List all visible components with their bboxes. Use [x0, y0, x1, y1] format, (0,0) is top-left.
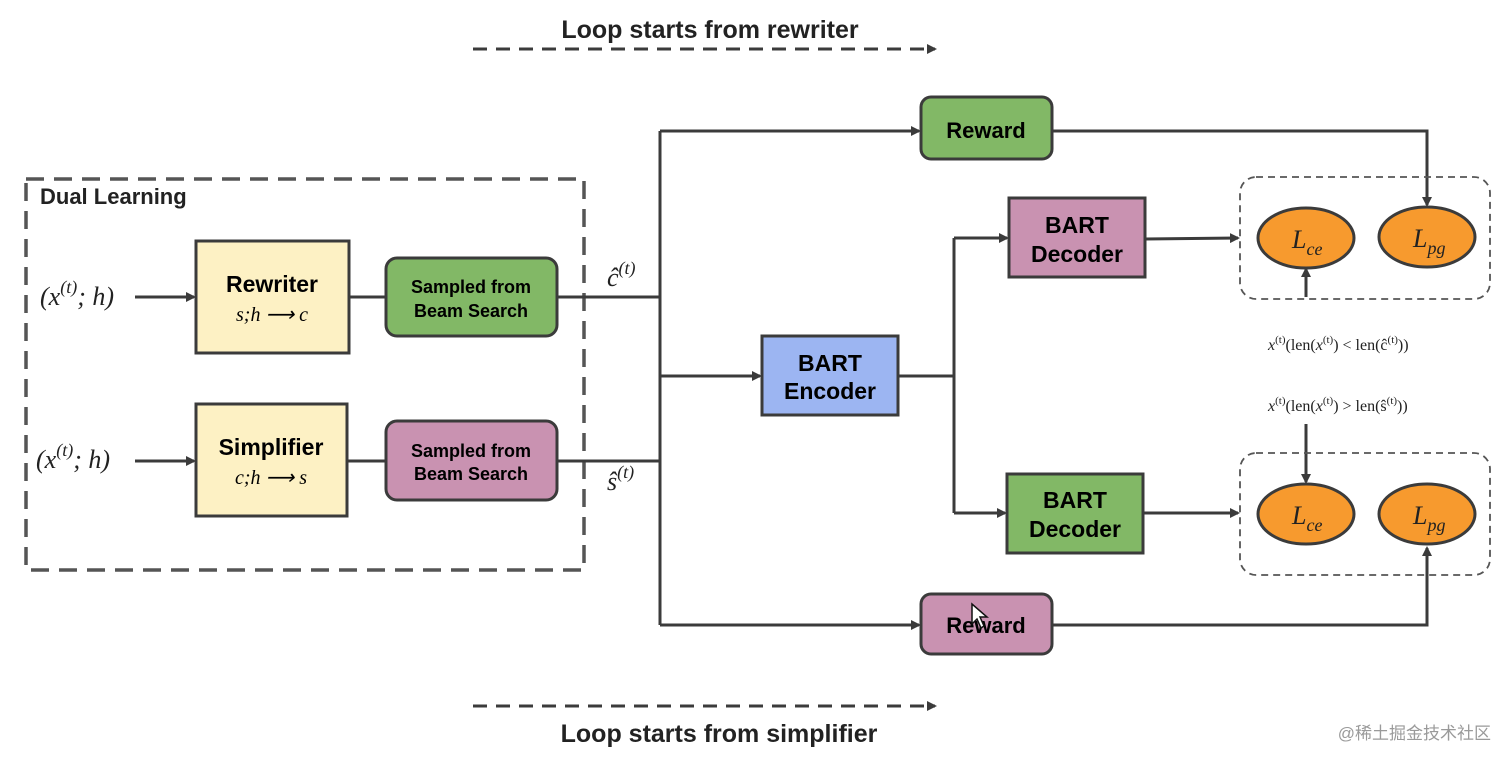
sampled-top-line2: Beam Search [414, 301, 528, 321]
rewriter-title: Rewriter [226, 271, 318, 297]
loss-pg-top: Lpg [1377, 205, 1477, 269]
decoder-bottom-line2: Decoder [1029, 516, 1121, 542]
sampled-top-line1: Sampled from [411, 277, 531, 297]
simplifier-title: Simplifier [219, 434, 324, 460]
bart-decoder-top-box: BART Decoder [1007, 196, 1147, 279]
svg-text:Lce: Lce [1291, 225, 1322, 259]
bart-decoder-bottom-box: BART Decoder [1005, 472, 1145, 555]
watermark: @稀土掘金技术社区 [1338, 724, 1491, 743]
reward-bottom-box: Reward [919, 592, 1054, 656]
dual-learning-label: Dual Learning [40, 184, 187, 209]
top-loop-indicator: Loop starts from rewriter [473, 16, 937, 54]
loss-ce-top: Lce [1256, 206, 1356, 270]
bart-encoder-box: BART Encoder [760, 334, 900, 417]
s-hat-label: ŝ(t) [607, 462, 634, 496]
encoder-line1: BART [798, 350, 862, 376]
sampled-bottom-line2: Beam Search [414, 464, 528, 484]
loss-group-bottom [1239, 452, 1491, 576]
sampled-beam-search-bottom: Sampled from Beam Search [384, 419, 559, 502]
rewriter-input-label: (x(t); h) [40, 277, 114, 311]
condition-top: x(t)(len(x(t)) < len(ĉ(t))) [1267, 334, 1409, 354]
connector-network [557, 126, 1432, 630]
svg-text:Lpg: Lpg [1412, 501, 1445, 535]
simplifier-box: Simplifier c;h ⟶ s [194, 402, 349, 518]
bottom-loop-label: Loop starts from simplifier [561, 720, 878, 748]
top-loop-label: Loop starts from rewriter [561, 16, 859, 44]
mouse-cursor-icon [971, 602, 990, 630]
svg-text:Lpg: Lpg [1412, 224, 1445, 258]
decoder-top-line1: BART [1045, 212, 1109, 238]
rewriter-subtitle: s;h ⟶ c [236, 304, 308, 326]
reward-top-label: Reward [946, 118, 1025, 143]
simplifier-subtitle: c;h ⟶ s [235, 467, 307, 489]
decoder-bottom-line1: BART [1043, 487, 1107, 513]
loss-group-top [1239, 176, 1491, 300]
condition-bottom: x(t)(len(x(t)) > len(ŝ(t))) [1267, 395, 1408, 415]
reward-top-box: Reward [919, 95, 1054, 161]
bottom-loop-indicator: Loop starts from simplifier [473, 701, 937, 748]
loss-pg-bottom: Lpg [1377, 482, 1477, 546]
simplifier-input-label: (x(t); h) [36, 440, 110, 474]
rewriter-box: Rewriter s;h ⟶ c [194, 239, 351, 355]
sampled-beam-search-top: Sampled from Beam Search [384, 256, 559, 338]
loss-ce-bottom: Lce [1256, 482, 1356, 546]
c-hat-label: ĉ(t) [607, 258, 636, 292]
svg-text:Lce: Lce [1291, 501, 1322, 535]
sampled-bottom-line1: Sampled from [411, 441, 531, 461]
decoder-top-line2: Decoder [1031, 241, 1123, 267]
encoder-line2: Encoder [784, 378, 876, 404]
